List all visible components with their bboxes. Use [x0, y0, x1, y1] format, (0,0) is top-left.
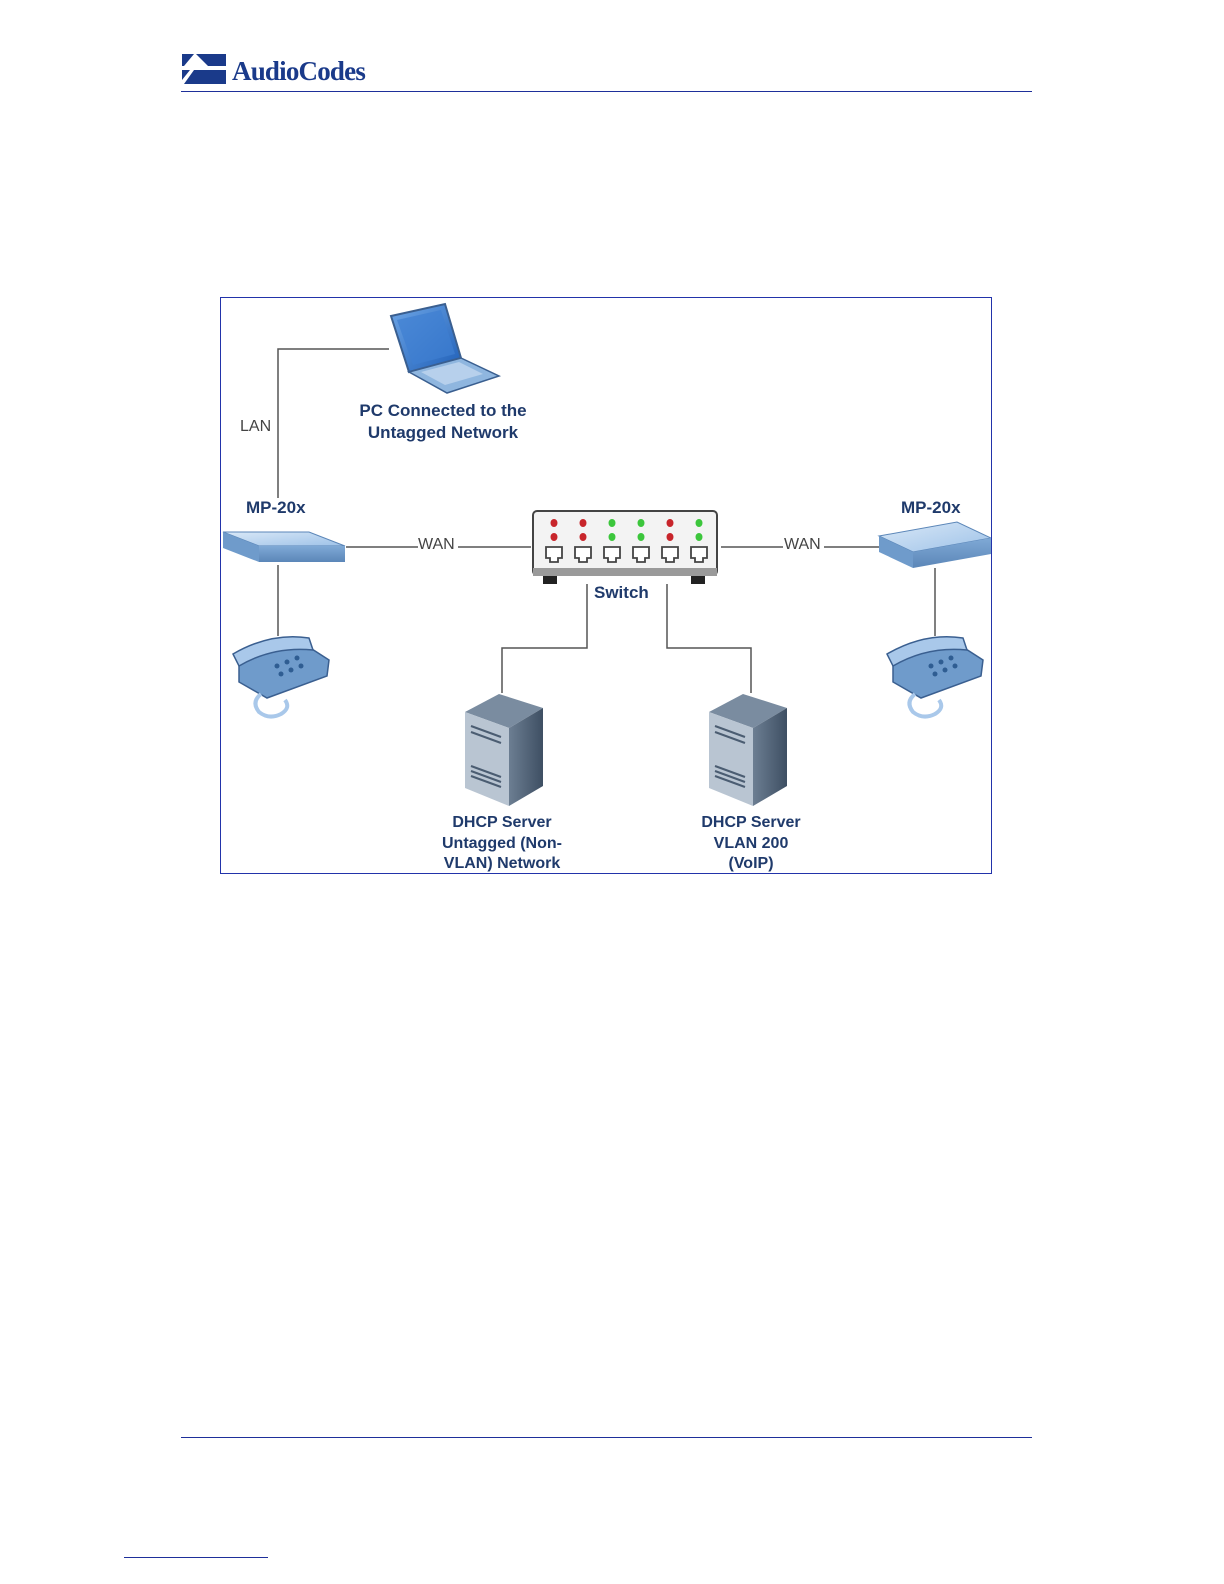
switch-led: [667, 533, 674, 541]
footnote-rule: [124, 1557, 268, 1558]
header-rule: [181, 91, 1032, 92]
mp20x-right-device-icon: [879, 522, 991, 568]
dhcp-untagged-link: [502, 584, 587, 693]
dhcp-vlan-link: [667, 584, 751, 693]
switch-icon: [533, 511, 717, 584]
logo-text: AudioCodes: [232, 56, 365, 87]
audiocodes-logo: AudioCodes: [182, 52, 228, 88]
dhcp-untagged-label: DHCP Server Untagged (Non- VLAN) Network: [427, 813, 577, 874]
dhcp-server-untagged-icon: [465, 694, 543, 806]
mp20x-left-device-icon: [223, 532, 345, 562]
network-diagram-figure: PC Connected to the Untagged Network LAN…: [220, 297, 992, 874]
switch-led: [609, 519, 616, 527]
dhcp-vlan-line-3: (VoIP): [676, 854, 826, 874]
pc-label-line-2: Untagged Network: [353, 422, 533, 444]
phone-right-icon: [887, 637, 983, 717]
dhcp-vlan-label: DHCP Server VLAN 200 (VoIP): [676, 813, 826, 874]
audiocodes-logo-icon: [182, 52, 228, 86]
footer-rule: [181, 1437, 1032, 1438]
right-device-label: MP-20x: [901, 497, 961, 519]
dhcp-vlan-line-1: DHCP Server: [676, 813, 826, 834]
switch-led: [696, 533, 703, 541]
switch-led: [696, 519, 703, 527]
wan-right-label: WAN: [784, 536, 821, 554]
switch-label: Switch: [594, 582, 649, 604]
pc-label-line-1: PC Connected to the: [353, 400, 533, 422]
dhcp-untagged-line-2: Untagged (Non-: [427, 834, 577, 855]
switch-led: [580, 519, 587, 527]
wan-left-label: WAN: [418, 536, 455, 554]
switch-led: [551, 519, 558, 527]
switch-led: [580, 533, 587, 541]
phone-left-icon: [233, 637, 329, 717]
dhcp-untagged-line-1: DHCP Server: [427, 813, 577, 834]
dhcp-vlan-line-2: VLAN 200: [676, 834, 826, 855]
dhcp-untagged-line-3: VLAN) Network: [427, 854, 577, 874]
lan-label: LAN: [240, 418, 271, 436]
left-device-label: MP-20x: [246, 497, 306, 519]
switch-led: [638, 533, 645, 541]
switch-led: [609, 533, 616, 541]
pc-label: PC Connected to the Untagged Network: [353, 400, 533, 444]
switch-led: [551, 533, 558, 541]
dhcp-server-vlan-icon: [709, 694, 787, 806]
switch-led: [667, 519, 674, 527]
laptop-icon: [391, 304, 499, 393]
switch-led: [638, 519, 645, 527]
